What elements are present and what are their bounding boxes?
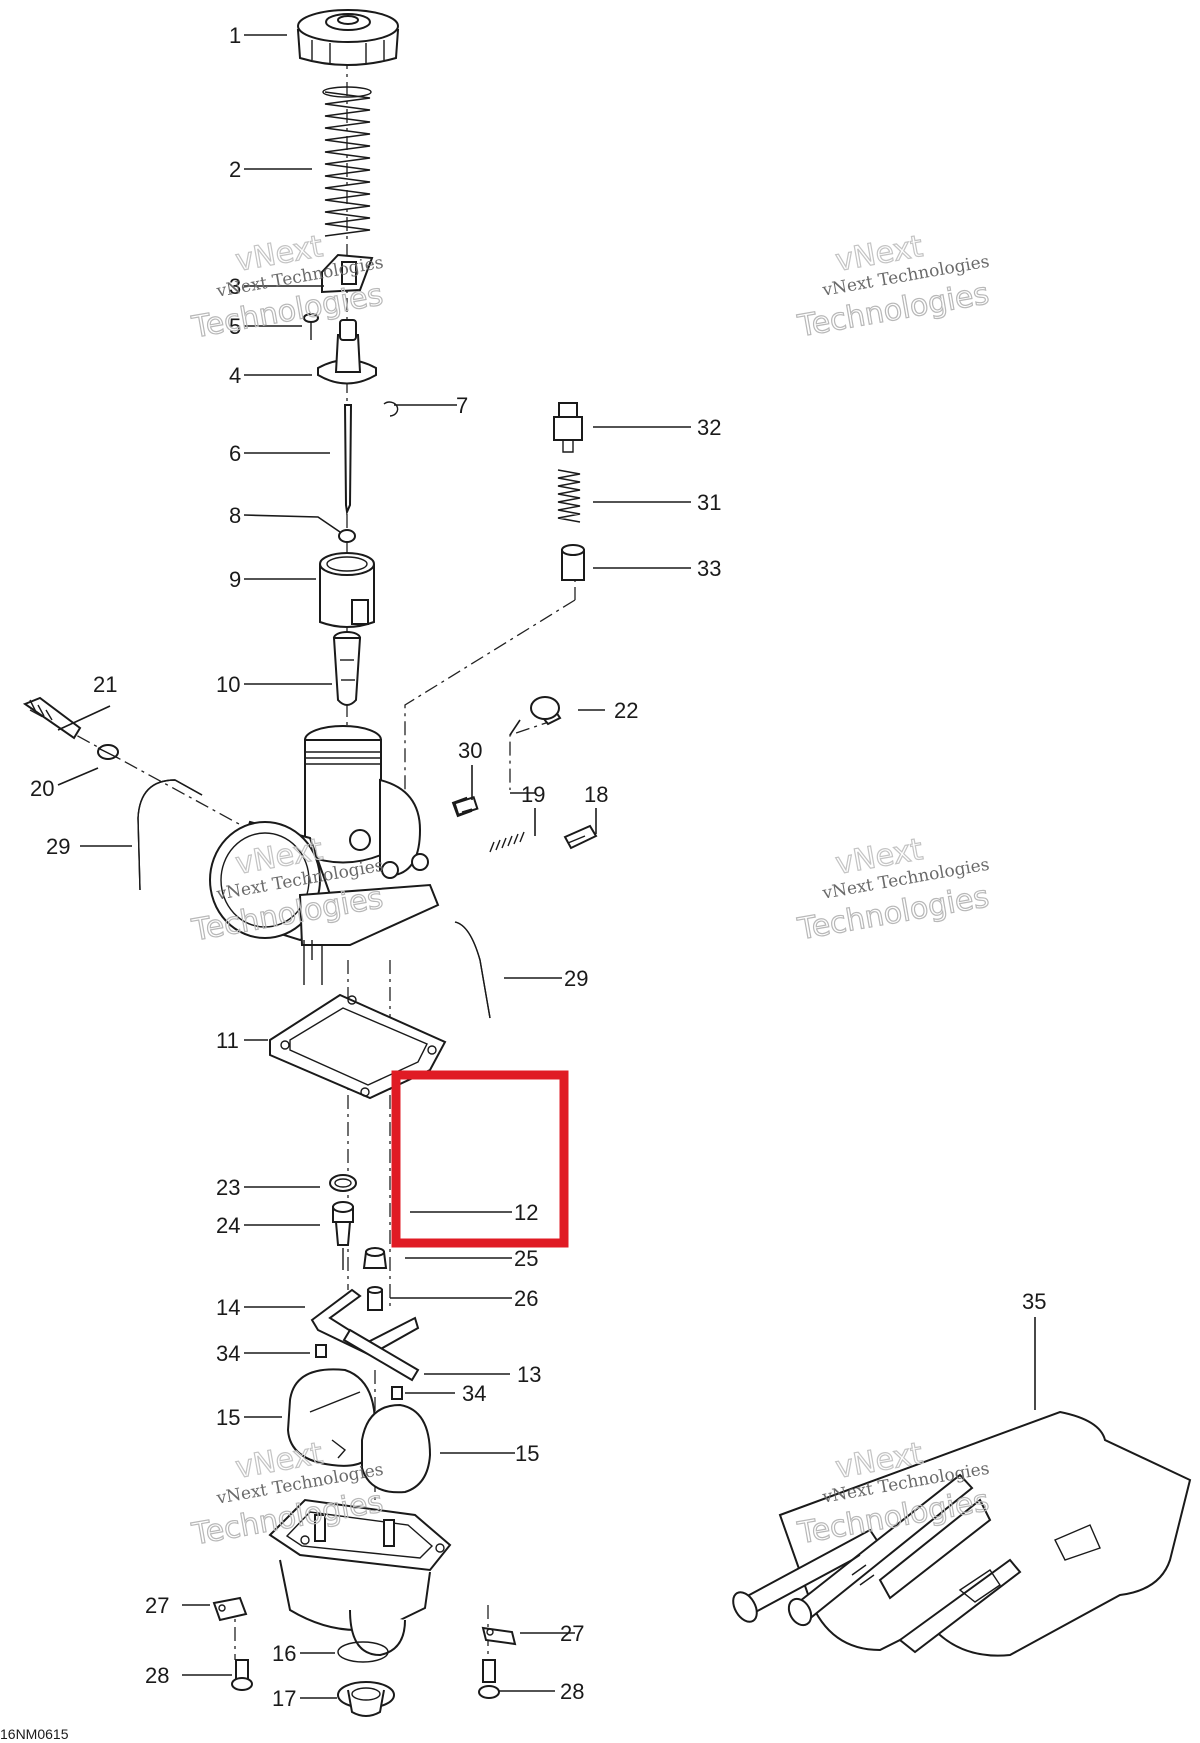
part-float-pin-screws xyxy=(315,1344,403,1400)
part-main-jet xyxy=(329,1174,357,1270)
callout-29-left: 29 xyxy=(46,834,70,859)
part-floats xyxy=(286,1368,432,1494)
part-spring xyxy=(322,86,372,237)
callout-28-left: 28 xyxy=(145,1663,169,1688)
part-needle-plate xyxy=(321,253,374,294)
part-carburetor-body xyxy=(209,725,473,985)
callout-25: 25 xyxy=(514,1246,538,1271)
diagram-code: 16NM0615 xyxy=(0,1726,69,1742)
callout-27-right: 27 xyxy=(560,1621,584,1646)
watermark-top-left: vNext vNext Technologies Technologies xyxy=(188,229,386,347)
callout-30: 30 xyxy=(458,738,482,763)
callout-31: 31 xyxy=(697,490,721,515)
callout-12: 12 xyxy=(514,1200,538,1225)
callout-29-right: 29 xyxy=(564,966,588,991)
callout-10: 10 xyxy=(216,672,240,697)
callout-1: 1 xyxy=(229,23,241,48)
callout-23: 23 xyxy=(216,1175,240,1200)
callout-18: 18 xyxy=(584,782,608,807)
callout-34-right: 34 xyxy=(462,1381,486,1406)
callout-8: 8 xyxy=(229,503,241,528)
part-needle-retainer xyxy=(317,319,377,385)
callout-4: 4 xyxy=(229,363,241,388)
callout-33: 33 xyxy=(697,556,721,581)
callout-26: 26 xyxy=(514,1286,538,1311)
part-air-screw-set xyxy=(453,795,598,853)
part-vent-hose-left xyxy=(137,779,203,891)
callout-5: 5 xyxy=(229,314,241,339)
part-drain-plug xyxy=(337,1641,395,1717)
callout-13: 13 xyxy=(517,1362,541,1387)
callout-6: 6 xyxy=(229,441,241,466)
part-tool-kit xyxy=(732,1410,1192,1657)
callout-labels: 1 2 3 4 5 6 7 8 9 10 11 12 13 14 15 15 1… xyxy=(30,23,1046,1711)
highlight-box-callout-12 xyxy=(391,1070,569,1248)
callout-22: 22 xyxy=(614,698,638,723)
callout-28-right: 28 xyxy=(560,1679,584,1704)
part-needle-jet xyxy=(332,631,362,706)
callout-leader-lines xyxy=(57,34,1036,1699)
part-pilot-screw xyxy=(22,696,119,760)
callout-20: 20 xyxy=(30,776,54,801)
part-jet-needle xyxy=(343,404,353,516)
part-float-arm xyxy=(310,1288,420,1382)
watermark-top-right: vNext vNext Technologies Technologies xyxy=(794,229,992,346)
part-screw-5 xyxy=(303,313,319,340)
part-throttle-valve xyxy=(319,552,375,628)
callout-15-right: 15 xyxy=(515,1441,539,1466)
watermark-bottom-left: vNext vNext Technologies Technologies xyxy=(188,1436,386,1554)
part-starter-plunger xyxy=(553,402,585,581)
callout-27-left: 27 xyxy=(145,1593,169,1618)
callout-2: 2 xyxy=(229,157,241,182)
part-float-bowl xyxy=(268,1498,452,1657)
callout-35: 35 xyxy=(1022,1289,1046,1314)
part-pilot-jet xyxy=(362,1247,388,1311)
part-washer xyxy=(338,529,356,543)
part-e-clip xyxy=(383,401,399,417)
watermark-mid-right: vNext vNext Technologies Technologies xyxy=(794,832,992,949)
callout-21: 21 xyxy=(93,672,117,697)
callout-17: 17 xyxy=(272,1686,296,1711)
callout-3: 3 xyxy=(229,274,241,299)
part-float-gasket xyxy=(269,993,447,1100)
callout-7: 7 xyxy=(456,393,468,418)
part-vent-hose-right xyxy=(454,921,491,1019)
callout-14: 14 xyxy=(216,1295,240,1320)
part-bowl-clips-screws xyxy=(212,1596,517,1699)
part-starter-cap xyxy=(530,696,562,726)
callout-9: 9 xyxy=(229,567,241,592)
callout-16: 16 xyxy=(272,1641,296,1666)
callout-24: 24 xyxy=(216,1213,240,1238)
callout-19: 19 xyxy=(521,782,545,807)
callout-15-left: 15 xyxy=(216,1405,240,1430)
callout-34-left: 34 xyxy=(216,1341,240,1366)
callout-32: 32 xyxy=(697,415,721,440)
callout-11: 11 xyxy=(216,1028,239,1053)
part-cap xyxy=(296,9,400,66)
